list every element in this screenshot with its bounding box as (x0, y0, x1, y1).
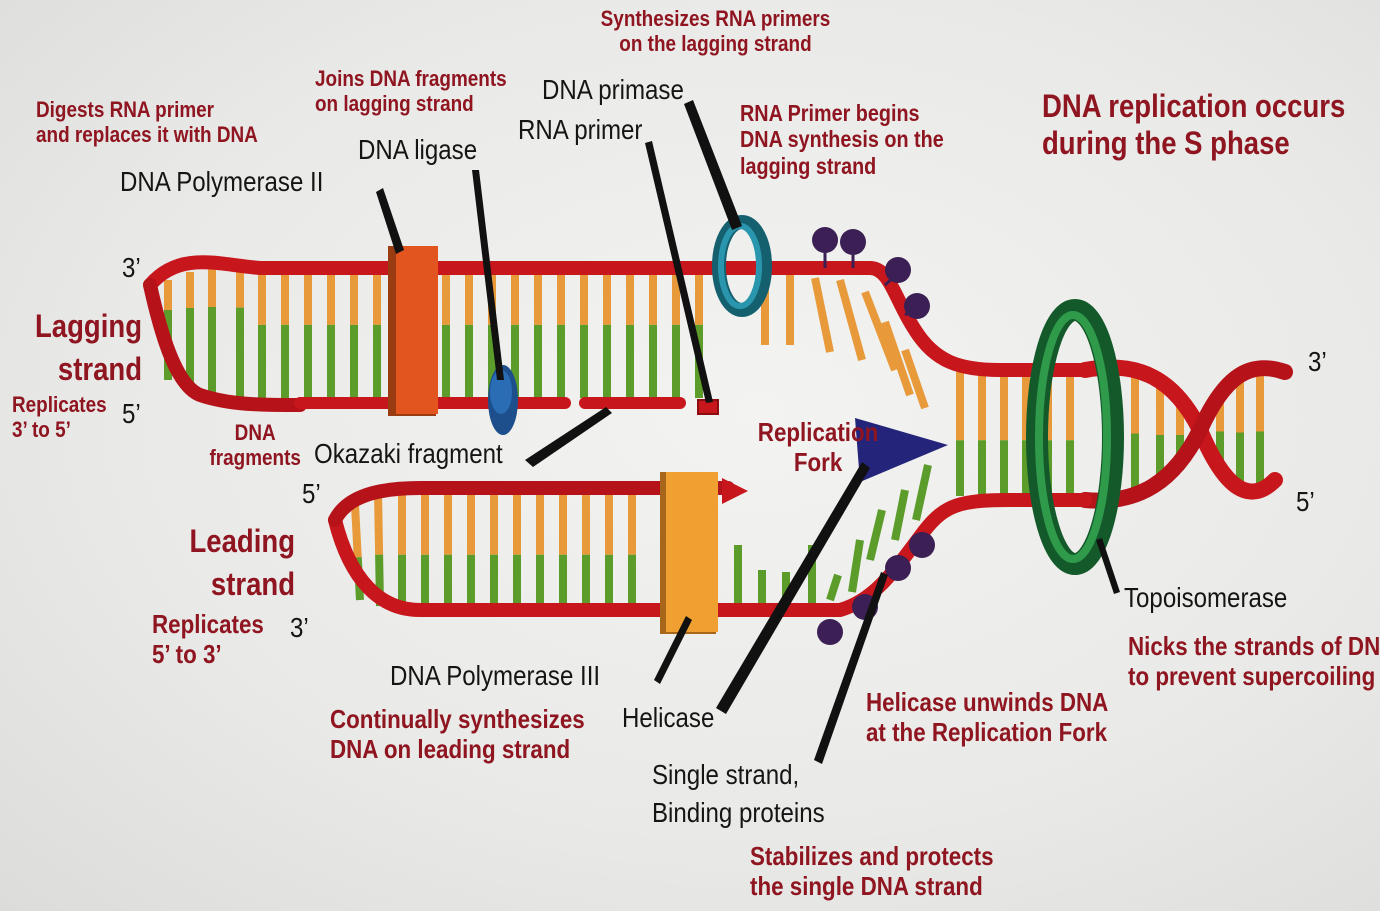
okazaki-fragment-label: Okazaki fragment (314, 438, 503, 470)
lagging-5prime-end: 5’ (122, 398, 141, 430)
note-line: 3’ to 5’ (12, 417, 107, 442)
topoisomerase-description: Nicks the strands of DNA to prevent supe… (1128, 632, 1380, 692)
note-line: Nicks the strands of DNA (1128, 632, 1380, 662)
ligase-description: Joins DNA fragments on lagging strand (315, 66, 507, 117)
leading-3prime-end: 3’ (290, 612, 309, 644)
note-line: Continually synthesizes (330, 705, 585, 735)
helicase-label: Helicase (622, 702, 714, 734)
leading-strand-label: Leading strand (170, 520, 295, 606)
base (895, 490, 905, 540)
primase-description: Synthesizes RNA primers on the lagging s… (601, 6, 831, 57)
parental-5prime-end: 5’ (1296, 486, 1315, 518)
dna-polymerase-iii-label: DNA Polymerase III (390, 660, 600, 692)
rna-primer-label: RNA primer (518, 114, 642, 146)
polymerase-ii-description: Digests RNA primer and replaces it with … (36, 97, 258, 148)
polymerase-iii-description: Continually synthesizes DNA on leading s… (330, 705, 585, 765)
note-line: lagging strand (740, 153, 944, 179)
base-pair (378, 492, 379, 555)
note-line: on lagging strand (315, 91, 507, 116)
note-line: DNA (209, 420, 300, 445)
lagging-template-backbone (150, 262, 1085, 370)
note-line: DNA synthesis on the (740, 126, 944, 152)
dna-primase-label: DNA primase (542, 74, 684, 106)
base (852, 540, 860, 592)
leading-5prime-end: 5’ (302, 478, 321, 510)
base-pair (355, 505, 358, 557)
label-line: Binding proteins (652, 794, 825, 832)
ssb-protein (885, 555, 911, 581)
dna-polymerase-ii-label: DNA Polymerase II (120, 166, 323, 198)
note-line: Joins DNA fragments (315, 66, 507, 91)
leading-direction-arrow (722, 478, 748, 504)
lagging-strand-label: Lagging strand (20, 305, 142, 391)
note-line: and replaces it with DNA (36, 122, 258, 147)
topoisomerase-label: Topoisomerase (1124, 582, 1287, 614)
label-line: strand (20, 348, 142, 391)
note-line: 5’ to 3’ (152, 640, 264, 670)
note-line: Fork (758, 448, 879, 478)
dna-fragments-note: DNA fragments (209, 420, 300, 471)
dna-polymerase-iii-enzyme (660, 472, 718, 634)
note-line: Replicates (152, 610, 264, 640)
ssb-description: Stabilizes and protects the single DNA s… (750, 842, 994, 902)
note-line: Helicase unwinds DNA (866, 688, 1108, 718)
note-line: Stabilizes and protects (750, 842, 994, 872)
dna-polymerase-ii-enzyme (388, 246, 438, 416)
ssb-protein (885, 257, 911, 285)
pointer (1096, 538, 1120, 594)
label-line: strand (170, 563, 295, 606)
s-phase-note: DNA replication occurs during the S phas… (1042, 88, 1345, 162)
note-line: Digests RNA primer (36, 97, 258, 122)
ssb-protein (909, 532, 935, 558)
base-pair (840, 280, 862, 360)
note-line: on the lagging strand (601, 31, 831, 56)
dna-ligase-label: DNA ligase (358, 134, 477, 166)
note-line: DNA on leading strand (330, 735, 585, 765)
pointer (525, 407, 612, 467)
base-pair (815, 278, 830, 352)
note-line: DNA replication occurs (1042, 88, 1345, 125)
base (870, 510, 882, 560)
base (916, 465, 928, 520)
rna-primer-description: RNA Primer begins DNA synthesis on the l… (740, 100, 944, 179)
note-line: at the Replication Fork (866, 718, 1108, 748)
note-line: Replication (758, 418, 879, 448)
pointer (376, 188, 404, 254)
note-line: Synthesizes RNA primers (601, 6, 831, 31)
lagging-helix-end (150, 285, 300, 405)
ssb-label: Single strand, Binding proteins (652, 756, 825, 832)
base (830, 575, 838, 600)
lagging-direction-note: Replicates 3’ to 5’ (12, 392, 107, 443)
note-line: to prevent supercoiling (1128, 662, 1380, 692)
label-line: Lagging (20, 305, 142, 348)
note-line: fragments (209, 445, 300, 470)
label-line: Leading (170, 520, 295, 563)
parental-3prime-end: 3’ (1308, 346, 1327, 378)
lagging-3prime-end: 3’ (122, 252, 141, 284)
replication-fork-label: Replication Fork (758, 418, 879, 478)
pointer (684, 100, 742, 230)
ssb-protein (817, 619, 843, 645)
note-line: Replicates (12, 392, 107, 417)
label-line: Single strand, (652, 756, 825, 794)
helicase-description: Helicase unwinds DNA at the Replication … (866, 688, 1108, 748)
note-line: during the S phase (1042, 125, 1345, 162)
note-line: RNA Primer begins (740, 100, 944, 126)
note-line: the single DNA strand (750, 872, 994, 902)
ssb-protein (904, 293, 930, 319)
leading-direction-note: Replicates 5’ to 3’ (152, 610, 264, 670)
